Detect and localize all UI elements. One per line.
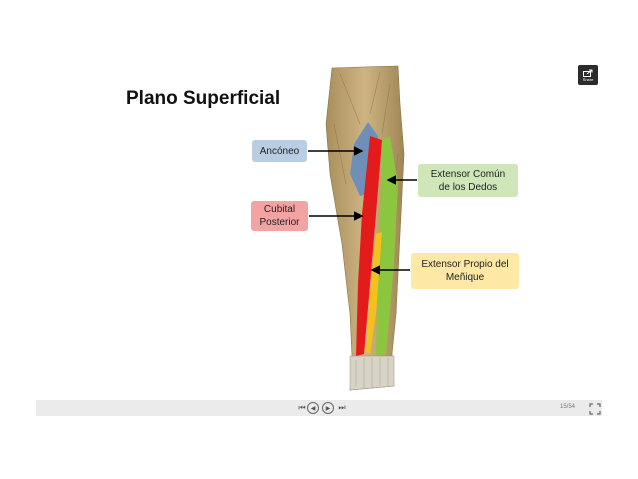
share-icon bbox=[583, 69, 593, 77]
previous-slide-button[interactable]: ◀ bbox=[307, 402, 319, 414]
label-anconeo: Ancóneo bbox=[252, 140, 307, 162]
fullscreen-icon bbox=[589, 403, 601, 415]
label-cubital-posterior: Cubital Posterior bbox=[251, 201, 308, 231]
label-extensor-propio-line1: Extensor Propio del bbox=[421, 259, 509, 270]
fullscreen-button[interactable] bbox=[589, 402, 601, 415]
label-extensor-propio-line2: Meñique bbox=[445, 272, 485, 283]
label-extensor-comun-line1: Extensor Común bbox=[430, 168, 506, 180]
label-extensor-propio: Extensor Propio del Meñique bbox=[411, 253, 519, 289]
label-cubital-line2: Posterior bbox=[259, 217, 300, 228]
slide-canvas bbox=[36, 50, 602, 400]
next-slide-button[interactable]: ▶ bbox=[322, 402, 334, 414]
muscle-cubital-posterior bbox=[356, 136, 382, 356]
share-label: Share bbox=[582, 76, 594, 82]
slide-title: Plano Superficial bbox=[126, 88, 281, 109]
label-extensor-comun: Extensor Común de los Dedos bbox=[418, 164, 518, 197]
muscle-extensor-comun bbox=[376, 136, 398, 356]
last-slide-button[interactable]: ⏭ bbox=[336, 402, 348, 414]
last-slide-icon: ⏭ bbox=[338, 403, 346, 412]
share-button[interactable]: Share bbox=[578, 65, 598, 85]
next-slide-icon: ▶ bbox=[325, 404, 331, 412]
muscle-extensor-propio bbox=[366, 232, 382, 354]
page-counter: 15/54 bbox=[560, 404, 576, 410]
label-cubital-line1: Cubital bbox=[263, 204, 296, 215]
label-extensor-comun-line2: de los Dedos bbox=[438, 181, 498, 193]
forearm-illustration bbox=[325, 65, 405, 391]
label-anconeo-text: Ancóneo bbox=[259, 145, 300, 157]
first-slide-icon: ⏮ bbox=[298, 403, 306, 412]
previous-slide-icon: ◀ bbox=[310, 404, 316, 412]
player-toolbar bbox=[36, 400, 602, 416]
first-slide-button[interactable]: ⏮ bbox=[296, 402, 308, 414]
